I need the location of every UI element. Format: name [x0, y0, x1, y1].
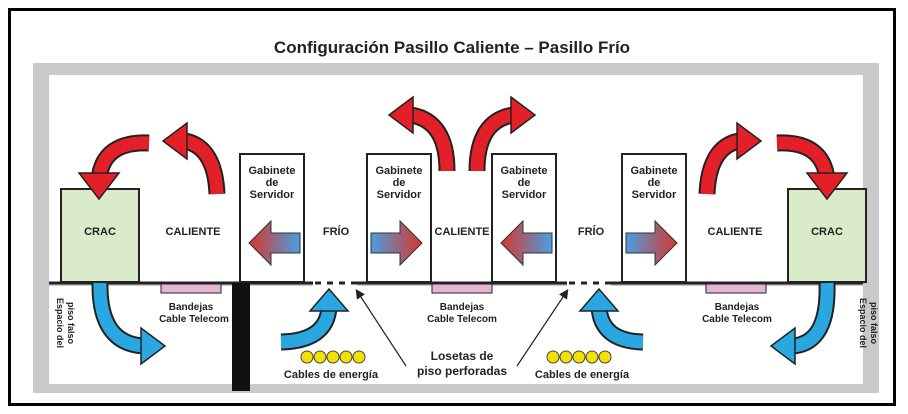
diagram-title: Configuración Pasillo Caliente – Pasillo… — [274, 38, 630, 57]
telecom-tray-label-right-1: Bandejas — [715, 302, 760, 313]
hot-aisle-label-right: CALIENTE — [708, 226, 763, 238]
hot-arrow-center-left — [387, 95, 456, 172]
perforated-tiles-label-2: piso perforadas — [417, 364, 507, 378]
subfloor-label-left-1: Espacio del — [55, 298, 65, 348]
subfloor-space — [49, 286, 863, 384]
server-cabinet-2: Gabinete de Servidor — [366, 153, 432, 283]
airflow-arrow-cabinet-2 — [370, 219, 423, 267]
cold-arrow-crac-left — [91, 282, 167, 366]
svg-text:Servidor: Servidor — [377, 189, 422, 201]
svg-text:Gabinete: Gabinete — [375, 165, 422, 177]
power-cables-left — [300, 350, 366, 364]
airflow-arrow-cabinet-4 — [625, 219, 678, 267]
telecom-tray-center — [431, 283, 493, 294]
server-cabinet-4: Gabinete de Servidor — [621, 153, 687, 283]
telecom-tray-label-right-2: Cable Telecom — [702, 314, 772, 325]
hot-aisle-label-left: CALIENTE — [166, 226, 221, 238]
subfloor-label-left-2: piso falso — [66, 302, 76, 345]
perforated-tiles-label-1: Losetas de — [431, 349, 494, 363]
telecom-tray-label-left-2: Cable Telecom — [159, 314, 229, 325]
power-cables-label-left: Cables de energía — [284, 369, 379, 381]
floor-support-pillar — [232, 283, 250, 391]
crac-label-left: CRAC — [84, 226, 116, 238]
hot-cold-aisle-diagram: Configuración Pasillo Caliente – Pasillo… — [33, 38, 879, 393]
room-interior — [49, 75, 863, 282]
telecom-tray-label-left-1: Bandejas — [169, 302, 214, 313]
hot-arrow-right-inner — [698, 121, 763, 195]
svg-text:de: de — [393, 177, 406, 189]
svg-text:Gabinete: Gabinete — [630, 165, 677, 177]
svg-text:Gabinete: Gabinete — [500, 165, 547, 177]
pointer-line-right — [516, 289, 569, 367]
power-cables-label-right: Cables de energía — [535, 369, 630, 381]
airflow-arrow-cabinet-3 — [500, 219, 553, 267]
cold-aisle-label-right: FRÍO — [578, 225, 605, 238]
hot-aisle-label-center: CALIENTE — [435, 226, 490, 238]
hot-arrow-center-right — [468, 95, 537, 172]
airflow-arrow-cabinet-1 — [248, 219, 301, 267]
telecom-tray-label-center-1: Bandejas — [440, 302, 485, 313]
svg-text:de: de — [518, 177, 531, 189]
cold-aisle-label-left: FRÍO — [323, 225, 350, 238]
cold-arrow-tile-right — [578, 287, 644, 351]
hot-arrow-right-outer — [776, 134, 849, 201]
svg-text:Servidor: Servidor — [502, 189, 547, 201]
diagram-frame: Configuración Pasillo Caliente – Pasillo… — [8, 8, 896, 406]
crac-label-right: CRAC — [811, 226, 843, 238]
telecom-tray-right — [705, 283, 767, 294]
crac-unit-right — [787, 188, 867, 283]
perforated-tile-right — [567, 279, 611, 287]
telecom-tray-left — [160, 283, 222, 294]
svg-text:Gabinete: Gabinete — [248, 165, 295, 177]
hot-arrow-left-inner — [161, 121, 226, 195]
hot-arrow-left-outer — [77, 134, 150, 201]
svg-text:de: de — [648, 177, 661, 189]
pointer-line-left — [355, 288, 407, 367]
server-cabinet-3: Gabinete de Servidor — [491, 153, 557, 283]
power-cables-right — [546, 350, 612, 364]
subfloor-label-right-1: Espacio del — [858, 298, 868, 348]
svg-text:Servidor: Servidor — [632, 189, 677, 201]
svg-text:Servidor: Servidor — [250, 189, 295, 201]
subfloor-label-right-2: piso falso — [869, 302, 879, 345]
perforated-tile-left — [313, 279, 357, 287]
svg-text:de: de — [266, 177, 279, 189]
server-cabinet-1: Gabinete de Servidor — [239, 153, 305, 283]
cold-arrow-tile-left — [280, 287, 350, 351]
cold-arrow-crac-right — [769, 282, 836, 366]
telecom-tray-label-center-2: Cable Telecom — [427, 314, 497, 325]
